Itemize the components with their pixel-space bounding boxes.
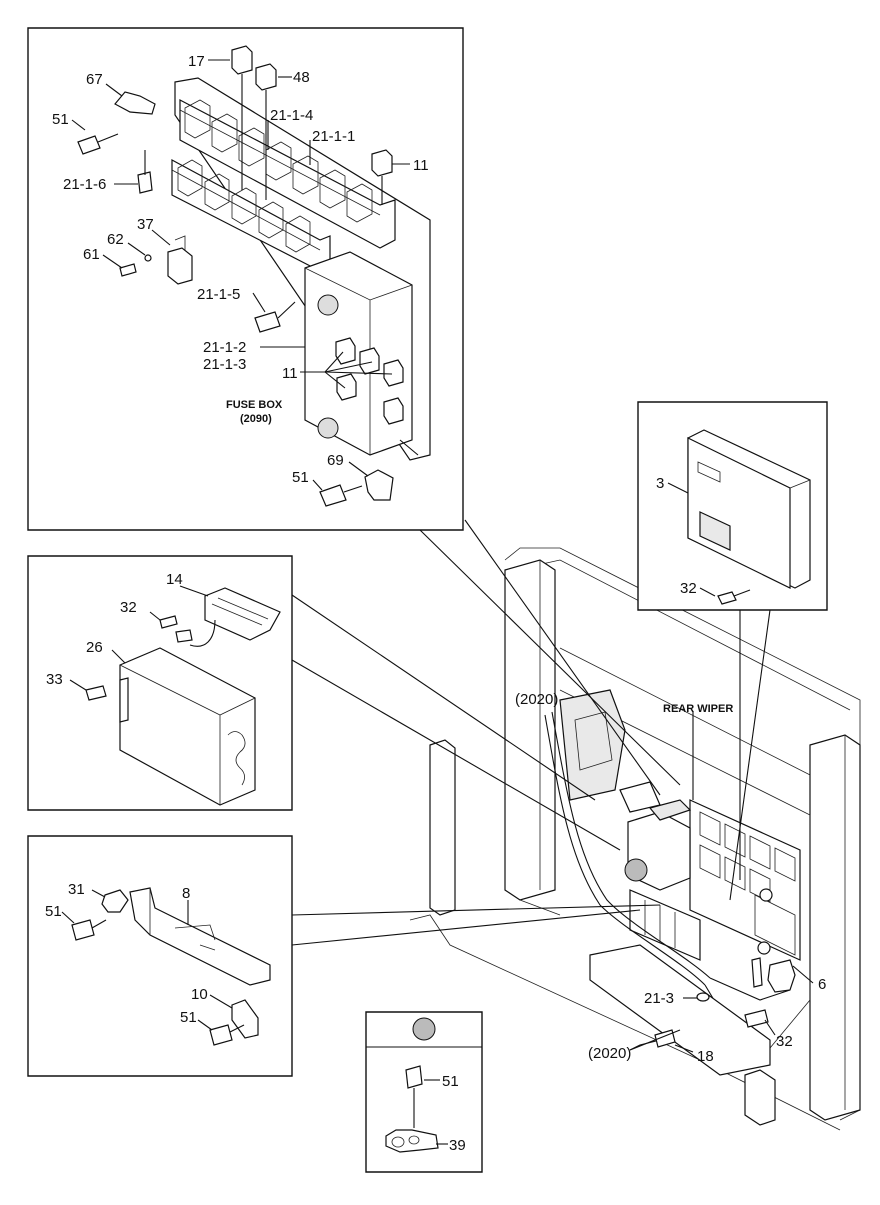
label-part-51-bottom: 51 — [292, 469, 309, 486]
label-ref-2020-bottom: (2020) — [588, 1045, 631, 1062]
label-part-32-controller: 32 — [680, 580, 697, 597]
label-part-33: 33 — [46, 671, 63, 688]
label-part-17: 17 — [188, 53, 205, 70]
label-part-61: 61 — [83, 246, 100, 263]
relay-17 — [231, 45, 253, 75]
floor-plate — [589, 944, 771, 1076]
relay-11 — [371, 149, 393, 177]
panel-leaders — [291, 519, 771, 946]
label-part-11-box: 11 — [282, 365, 298, 382]
label-part-3: 3 — [656, 475, 664, 492]
plate-10 — [231, 999, 259, 1039]
label-fuse-box: FUSE BOX — [226, 399, 283, 411]
bracket-8 — [129, 887, 271, 986]
relay-37 — [167, 247, 193, 285]
bracket-panel: 31 8 51 10 51 — [27, 835, 293, 1077]
label-part-62: 62 — [107, 231, 124, 248]
label-part-21-1-1: 21-1-1 — [312, 128, 355, 145]
label-rear-wiper: REAR WIPER — [663, 703, 733, 715]
label-part-31: 31 — [68, 881, 85, 898]
label-part-48: 48 — [293, 69, 310, 86]
flasher-14 — [204, 587, 281, 641]
label-ref-2020-top: (2020) — [515, 691, 558, 708]
right-pillar — [809, 734, 861, 1121]
clamp-69 — [364, 469, 394, 501]
label-part-10: 10 — [191, 986, 208, 1003]
fuse-box-relays — [335, 337, 404, 425]
clamp-67 — [114, 91, 156, 115]
label-part-21-1-4: 21-1-4 — [270, 107, 313, 124]
grommet-detail-icon — [412, 1017, 436, 1041]
label-part-39: 39 — [449, 1137, 466, 1154]
controller-panel: 3 32 — [637, 401, 828, 611]
relay-48 — [255, 63, 277, 91]
label-part-18: 18 — [697, 1048, 714, 1065]
label-part-21-1-3: 21-1-3 — [203, 356, 246, 373]
clamp-panel: 51 39 — [365, 1011, 483, 1173]
label-fuse-box-ref: (2090) — [240, 413, 272, 425]
label-part-69: 69 — [327, 452, 344, 469]
label-part-37: 37 — [137, 216, 154, 233]
label-part-8: 8 — [182, 885, 190, 902]
control-box-26 — [119, 647, 256, 806]
label-part-21-1-2: 21-1-2 — [203, 339, 246, 356]
label-part-21-1-5: 21-1-5 — [197, 286, 240, 303]
main-assembly: (2020) REAR WIPER 6 21-3 32 18 (2020) — [409, 547, 861, 1131]
clamp-39 — [385, 1129, 439, 1153]
label-part-6: 6 — [818, 976, 826, 993]
mounted-relays — [629, 889, 701, 961]
lower-left-pillar — [429, 739, 456, 916]
label-part-51-top: 51 — [52, 111, 69, 128]
label-part-51-clamp: 51 — [442, 1073, 459, 1090]
label-part-26: 26 — [86, 639, 103, 656]
label-part-14: 14 — [166, 571, 183, 588]
label-part-51-bracket-bottom: 51 — [180, 1009, 197, 1026]
label-part-67: 67 — [86, 71, 103, 88]
relay-row-upper — [179, 99, 396, 249]
label-part-32-main: 32 — [776, 1033, 793, 1050]
label-part-21-3: 21-3 — [644, 990, 674, 1007]
label-part-51-bracket-top: 51 — [45, 903, 62, 920]
relay-panel: 14 32 26 33 — [27, 555, 293, 811]
clip-31 — [101, 889, 129, 913]
label-part-32-relay: 32 — [120, 599, 137, 616]
console-box — [559, 689, 626, 801]
fuse-box-panel: 17 48 67 51 21-1-4 21-1-1 11 21-1-6 37 6… — [27, 27, 464, 531]
label-part-11-top: 11 — [413, 157, 429, 174]
label-part-21-1-6: 21-1-6 — [63, 176, 106, 193]
